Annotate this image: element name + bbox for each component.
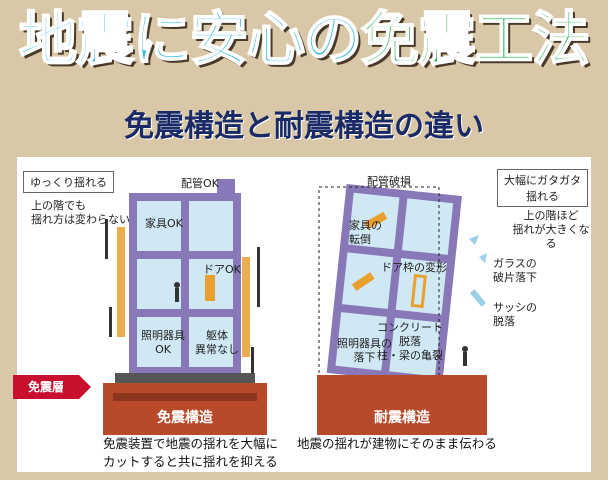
right-glass-line-1: ガラスの [493,257,537,270]
title-part-2: 免震工法 [360,4,591,74]
page-title: 地震に安心の免震工法 [0,4,608,74]
right-room-door: ドア枠の変形 [381,261,447,274]
left-room-body: 躯体 異常なし [195,329,239,357]
right-sash: サッシの 脱落 [493,301,537,329]
right-badge: 大幅にガタガタ 揺れる [497,169,588,207]
right-note-line-2: 揺れが大きくなる [512,223,590,250]
right-concrete-line-3: 柱・梁の亀裂 [377,349,443,362]
right-room-furniture: 家具の 転倒 [349,219,382,247]
right-concrete-line-1: コンクリート [377,321,443,334]
left-room-light-line-2: OK [155,343,171,356]
left-room-body-line-2: 異常なし [195,343,239,356]
right-badge-line-1: 大幅にガタガタ [504,174,581,187]
right-glass: ガラスの 破片落下 [493,257,537,285]
left-badge: ゆっくり揺れる [23,171,114,193]
right-concrete: コンクリート 脱落 柱・梁の亀裂 [377,321,443,363]
right-light-line-1: 照明器具の [337,337,392,350]
comparison-illustration [103,179,487,435]
right-note: 上の階ほど 揺れが大きくなる [511,209,591,251]
right-pipe-label: 配管破損 [367,175,411,188]
left-pipe-label: 配管OK [181,177,219,190]
left-caption-line-2: カットすると共に揺れを抑える [103,454,278,469]
page-subtitle: 免震構造と耐震構造の違い [124,109,484,144]
right-room-furniture-line-2: 転倒 [349,233,371,246]
left-ground-label: 免震構造 [157,410,213,426]
right-caption: 地震の揺れが建物にそのまま伝わる [297,436,497,451]
isolation-layer-tag: 免震層 [13,375,91,399]
left-note: 上の階でも 揺れ方は変わらない [31,199,130,227]
right-note-line-1: 上の階ほど [523,209,579,222]
right-badge-line-2: 揺れる [526,190,559,203]
right-sash-line-2: 脱落 [493,315,515,328]
right-concrete-line-2: 脱落 [399,335,421,348]
right-sash-line-1: サッシの [493,301,537,314]
left-note-line-1: 上の階でも [31,199,86,212]
right-ground-label: 耐震構造 [374,410,430,426]
right-room-furniture-line-1: 家具の [349,219,382,232]
left-badge-text: ゆっくり揺れる [30,176,107,189]
header-banner: 地震に安心の免震工法 免震構造と耐震構造の違い [0,0,608,152]
isolated-building [105,179,260,393]
right-light: 照明器具の 落下 [337,337,392,365]
comparison-panel: ゆっくり揺れる 上の階でも 揺れ方は変わらない 配管OK 家具OK ドアOK 照… [13,157,591,472]
left-room-light-line-1: 照明器具 [141,329,185,342]
left-room-furniture: 家具OK [145,217,183,230]
left-room-body-line-1: 躯体 [206,329,228,342]
resistant-building [326,183,462,386]
title-part-1: 地震に安心の [18,4,363,74]
left-room-door: ドアOK [203,263,241,276]
left-note-line-2: 揺れ方は変わらない [31,213,130,226]
left-caption: 免震装置で地震の揺れを大幅に カットすると共に揺れを抑える [103,435,278,471]
right-light-line-2: 落下 [353,351,376,364]
right-glass-line-2: 破片落下 [493,271,537,284]
left-caption-line-1: 免震装置で地震の揺れを大幅に [103,436,279,451]
left-room-light: 照明器具 OK [141,329,185,357]
